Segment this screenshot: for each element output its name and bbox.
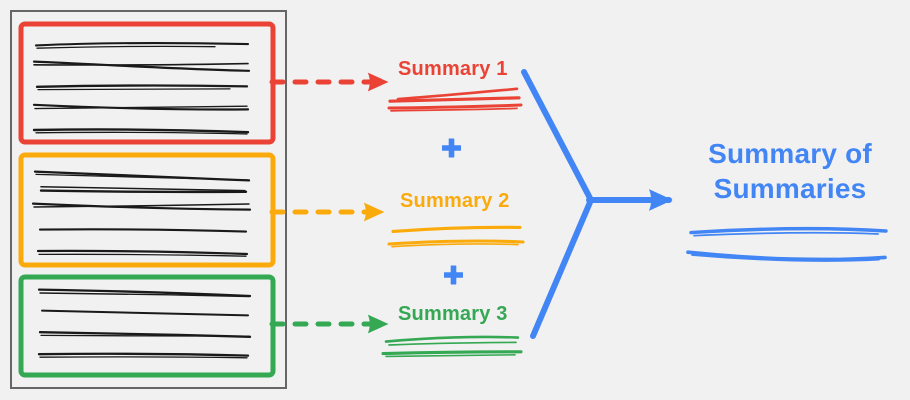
- summary-of-summaries-label: Summary of Summaries: [688, 137, 892, 206]
- summary-3-label: Summary 3: [398, 303, 508, 325]
- arrow-merge-to-final: [521, 69, 673, 339]
- summary-of-summaries-line-1: Summary of: [708, 138, 872, 169]
- summary-2-underlines: [387, 225, 525, 248]
- merge-branch-bottom: [530, 197, 594, 339]
- document-card-2[interactable]: [18, 152, 276, 268]
- summary-1-underlines: [387, 87, 523, 112]
- documents-panel: [10, 10, 287, 389]
- dashed-arrow-group: [269, 72, 389, 334]
- summary-2-label: Summary 2: [400, 190, 510, 212]
- document-1-border: [18, 21, 276, 145]
- documents-panel-frame: [10, 10, 287, 389]
- document-1-text-lines: [32, 41, 251, 135]
- document-card-3[interactable]: [18, 274, 276, 378]
- document-card-1[interactable]: [18, 21, 276, 145]
- merge-branch-top: [521, 69, 594, 203]
- plus-operator-2: [444, 265, 463, 285]
- summary-of-summaries-underlines: [686, 227, 888, 262]
- summary-3-underlines: [381, 335, 523, 358]
- summary-of-summaries-line-2: Summaries: [713, 172, 867, 204]
- document-2-text-lines: [31, 170, 252, 257]
- document-3-text-lines: [37, 288, 252, 359]
- plus-operator-1: [442, 138, 461, 158]
- summary-1-label: Summary 1: [398, 58, 508, 80]
